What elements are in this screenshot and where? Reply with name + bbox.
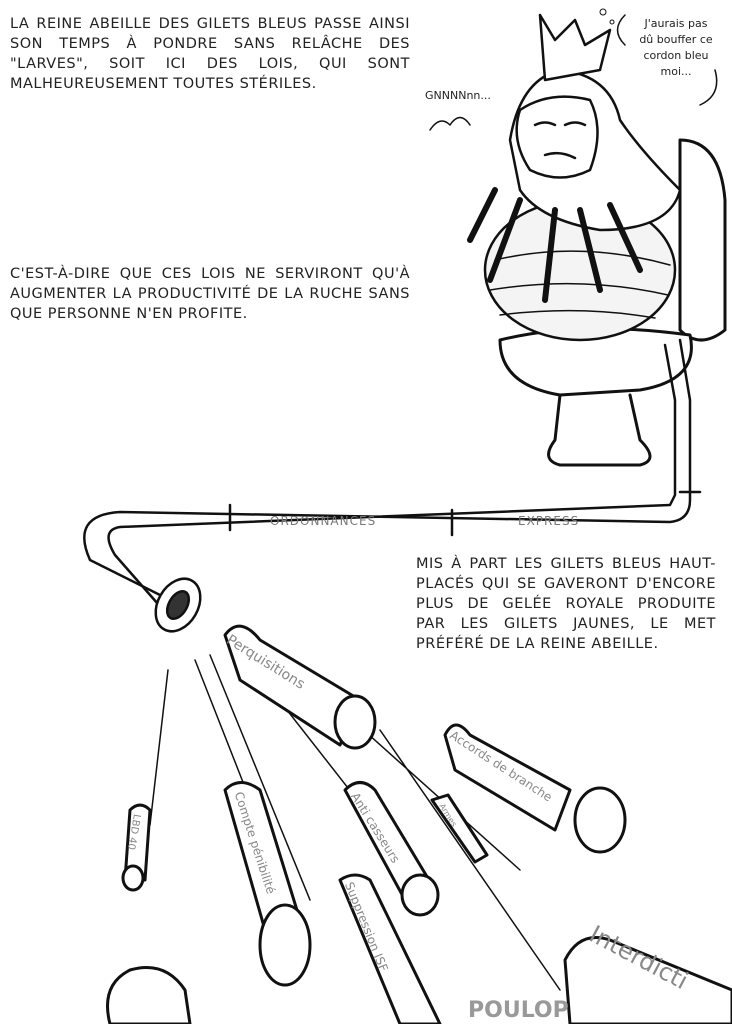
thought-bubble-text: J'aurais pas dû bouffer ce cordon bleu m… [628,16,724,80]
caption-top: La reine abeille des gilets bleus passe … [10,16,410,92]
thought-line: J'aurais pas [644,17,708,30]
speed-lines [149,649,561,991]
thought-line: dû bouffer ce [639,33,713,46]
grunt-text: GNNNNnn... [425,89,491,102]
scrolls [106,624,732,1024]
pipe [83,338,702,633]
pipe-label-express: EXPRESS [518,514,580,528]
pipe-label-ordonnances: ORDONNANCES [270,514,377,528]
thought-bubble [616,14,718,106]
caption-bottom: Mis à part les gilets bleus haut-placés … [416,556,716,652]
queen-bee [467,13,682,342]
artist-signature: POULOP [468,998,569,1023]
thought-line: cordon bleu [643,49,709,62]
thought-line: moi... [660,65,692,78]
caption-middle: C'est-à-dire que ces lois ne serviront q… [10,266,410,322]
